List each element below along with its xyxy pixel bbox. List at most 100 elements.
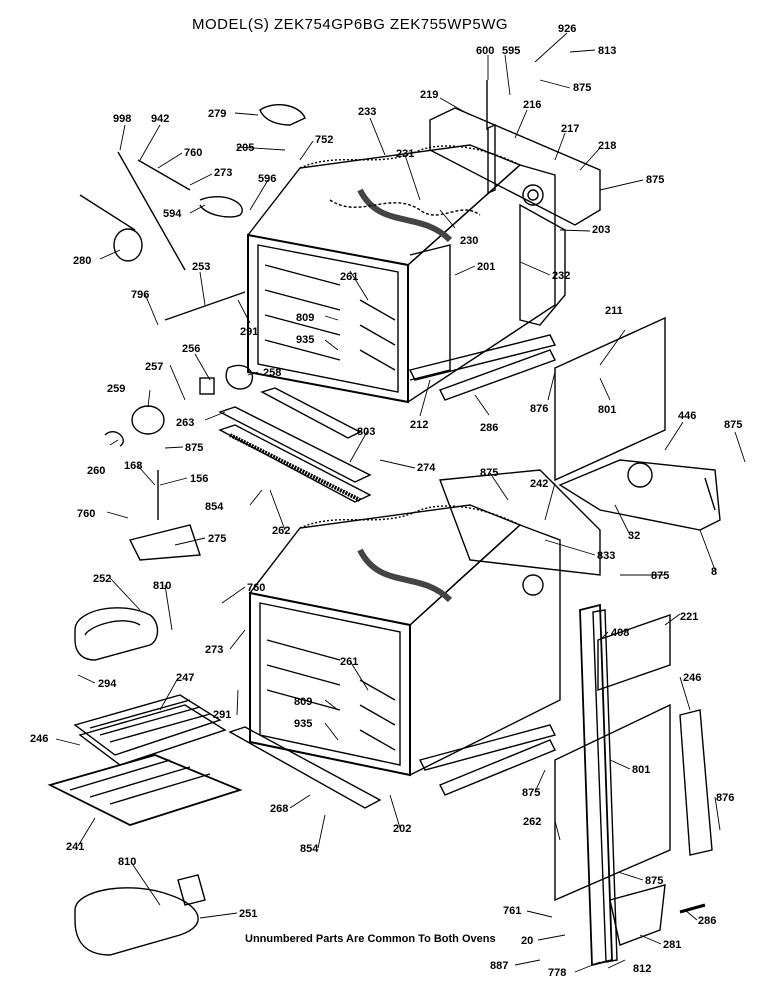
label-810-b: 810: [118, 856, 136, 868]
label-778: 778: [548, 967, 566, 979]
label-810-a: 810: [153, 580, 171, 592]
label-246-b: 246: [30, 733, 48, 745]
label-281: 281: [663, 939, 681, 951]
broiler-pan-and-racks: [47, 607, 243, 956]
label-8: 8: [711, 566, 717, 578]
label-242: 242: [530, 478, 548, 490]
diagram-title: MODEL(S) ZEK754GP6BG ZEK755WP5WG: [192, 16, 509, 33]
label-231: 231: [396, 148, 414, 160]
label-291-b: 291: [213, 709, 231, 721]
label-935-b: 935: [294, 718, 312, 730]
label-219: 219: [420, 89, 438, 101]
label-247: 247: [176, 672, 194, 684]
label-942: 942: [151, 113, 169, 125]
label-812: 812: [633, 963, 651, 975]
label-854-a: 854: [205, 501, 224, 513]
label-760-c: 760: [247, 582, 265, 594]
label-275: 275: [208, 533, 226, 545]
label-280: 280: [73, 255, 91, 267]
leader-lines: [55, 32, 746, 973]
label-261-a: 261: [340, 271, 358, 283]
label-218: 218: [598, 140, 616, 152]
label-212: 212: [410, 419, 428, 431]
label-876-b: 876: [716, 792, 734, 804]
label-926: 926: [558, 23, 576, 35]
label-279: 279: [208, 108, 226, 120]
label-203: 203: [592, 224, 610, 236]
label-233: 233: [358, 106, 376, 118]
label-246-a: 246: [683, 672, 701, 684]
label-761: 761: [503, 905, 521, 917]
label-261-b: 261: [340, 656, 358, 668]
label-256: 256: [182, 343, 200, 355]
label-760-b: 760: [77, 508, 95, 520]
label-32: 32: [628, 530, 640, 542]
label-262-b: 262: [523, 816, 541, 828]
label-408: 408: [611, 627, 629, 639]
label-813: 813: [598, 45, 616, 57]
label-274: 274: [417, 462, 436, 474]
label-875-b: 875: [646, 174, 664, 186]
label-230: 230: [460, 235, 478, 247]
label-253: 253: [192, 261, 210, 273]
label-211: 211: [605, 305, 623, 317]
label-232: 232: [552, 270, 570, 282]
label-221: 221: [680, 611, 698, 623]
label-875-h: 875: [645, 875, 663, 887]
label-809-a: 809: [296, 312, 314, 324]
label-168: 168: [124, 460, 142, 472]
label-252: 252: [93, 573, 111, 585]
label-291-a: 291: [240, 326, 258, 338]
label-854-b: 854: [300, 843, 319, 855]
label-216: 216: [523, 99, 541, 111]
label-156: 156: [190, 473, 208, 485]
label-875-d: 875: [185, 442, 203, 454]
label-260: 260: [87, 465, 105, 477]
label-286-a: 286: [480, 422, 498, 434]
label-998: 998: [113, 113, 131, 125]
upper-rails: [408, 334, 557, 401]
label-257: 257: [145, 361, 163, 373]
label-600: 600: [476, 45, 494, 57]
label-202: 202: [393, 823, 411, 835]
label-273-a: 273: [214, 167, 232, 179]
label-251: 251: [239, 908, 257, 920]
label-286-b: 286: [698, 915, 716, 927]
label-752: 752: [315, 134, 333, 146]
label-258: 258: [263, 367, 281, 379]
label-875-e: 875: [480, 467, 498, 479]
label-875-c: 875: [724, 419, 742, 431]
label-809-b: 809: [294, 696, 312, 708]
label-875-f: 875: [651, 570, 669, 582]
label-803: 803: [357, 426, 375, 438]
label-294: 294: [98, 678, 117, 690]
label-205: 205: [236, 142, 254, 154]
label-263: 263: [176, 417, 194, 429]
trim-strips: [218, 387, 372, 503]
label-760-a: 760: [184, 147, 202, 159]
label-241: 241: [66, 841, 84, 853]
upper-oven-cavity: [246, 144, 556, 404]
lower-oven-cavity: [228, 469, 601, 809]
label-446: 446: [678, 410, 696, 422]
label-801-b: 801: [632, 764, 650, 776]
label-201: 201: [477, 261, 495, 273]
label-833: 833: [597, 550, 615, 562]
label-875-g: 875: [522, 787, 540, 799]
label-217: 217: [561, 123, 579, 135]
label-20: 20: [521, 935, 533, 947]
footnote: Unnumbered Parts Are Common To Both Oven…: [245, 933, 496, 945]
label-262-a: 262: [272, 525, 290, 537]
part-labels: 926 600 595 813 998 942 279 233 219 875 …: [30, 23, 742, 979]
upper-back-frame: [429, 80, 601, 326]
label-875-a: 875: [573, 82, 591, 94]
label-268: 268: [270, 803, 288, 815]
label-595: 595: [502, 45, 520, 57]
label-273-b: 273: [205, 644, 223, 656]
label-796: 796: [131, 289, 149, 301]
label-596: 596: [258, 173, 276, 185]
label-259: 259: [107, 383, 125, 395]
right-lower-panels: [554, 603, 713, 967]
side-panel-211: [554, 316, 721, 531]
